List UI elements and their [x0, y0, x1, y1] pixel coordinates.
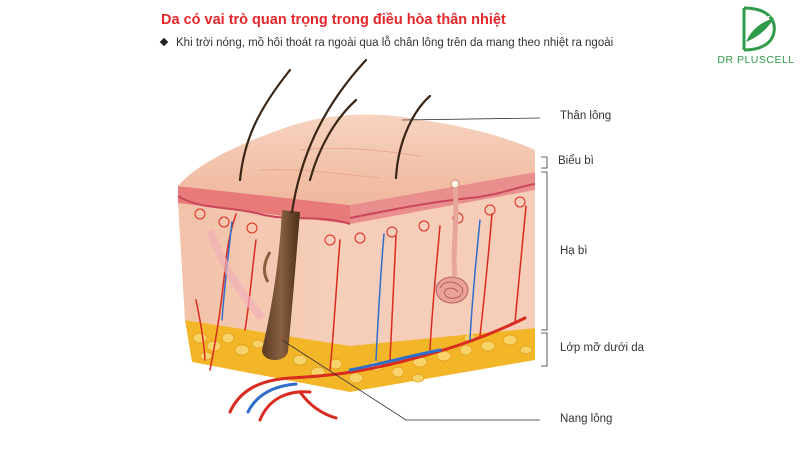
label-hair-follicle: Nang lông — [560, 413, 613, 425]
brand-name: DR PLUSCELL — [717, 54, 795, 66]
hair-follicle — [262, 210, 300, 361]
bullet-point: Khi trời nóng, mồ hôi thoát ra ngoài qua… — [159, 37, 614, 49]
arteries — [195, 205, 527, 422]
epidermis-front — [178, 186, 350, 224]
page-title: Da có vai trò quan trọng trong điều hòa … — [161, 12, 506, 28]
erector-muscle — [206, 228, 266, 321]
label-dermis: Hạ bì — [560, 245, 588, 257]
veins — [221, 219, 481, 414]
label-subcutaneous-fat: Lớp mỡ dưới da — [560, 342, 645, 354]
brand-logo: DR PLUSCELL — [716, 2, 796, 72]
epidermis-side — [350, 172, 535, 224]
sweat-pore — [450, 179, 460, 189]
sweat-gland — [435, 187, 469, 304]
capillary-loops — [194, 196, 526, 246]
label-hair-shaft: Thân lông — [560, 110, 612, 122]
leader-lines — [281, 117, 548, 421]
skin-surface — [178, 114, 535, 205]
hairs — [238, 58, 432, 214]
bullet-text: Khi trời nóng, mồ hôi thoát ra ngoài qua… — [176, 37, 614, 49]
label-epidermis: Biểu bì — [558, 155, 594, 167]
leaf-logo-icon — [742, 6, 776, 52]
